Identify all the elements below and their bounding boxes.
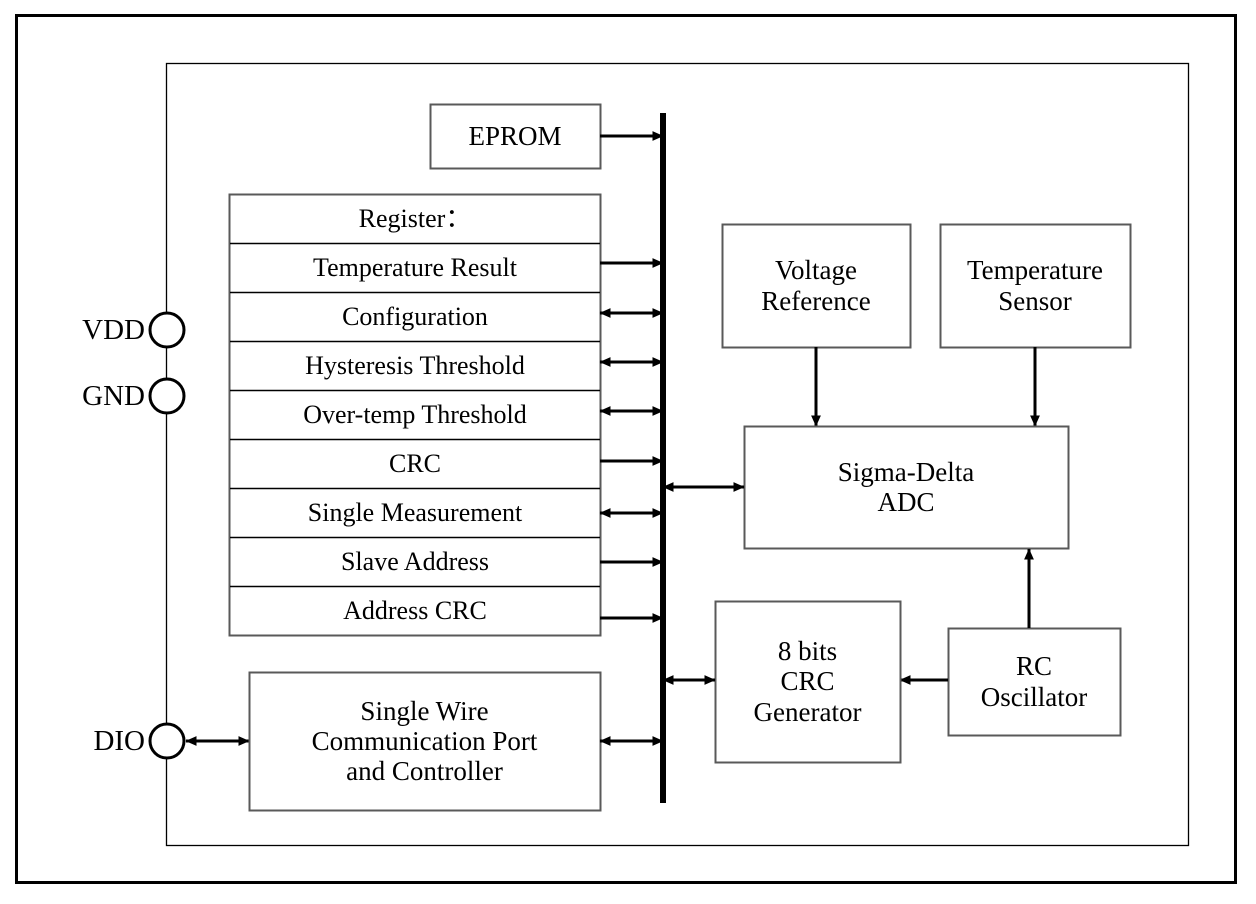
crc-generator-box [714,600,902,764]
register-table-box [228,193,602,637]
temperature-sensor-box [939,223,1132,349]
chip-boundary [165,62,1190,847]
single-wire-box [248,671,602,812]
eprom-box [429,103,602,170]
sigma-delta-adc-box [743,425,1070,550]
pin-label-dio: DIO [93,724,145,757]
dio-pin-circle [148,722,186,760]
outer-border [15,14,1237,884]
pin-label-vdd: VDD [82,313,145,346]
rc-oscillator-box [947,627,1122,737]
pin-label-gnd: GND [82,379,145,412]
voltage-reference-box [721,223,912,349]
gnd-pin-circle [148,377,186,415]
vdd-pin-circle [148,311,186,349]
